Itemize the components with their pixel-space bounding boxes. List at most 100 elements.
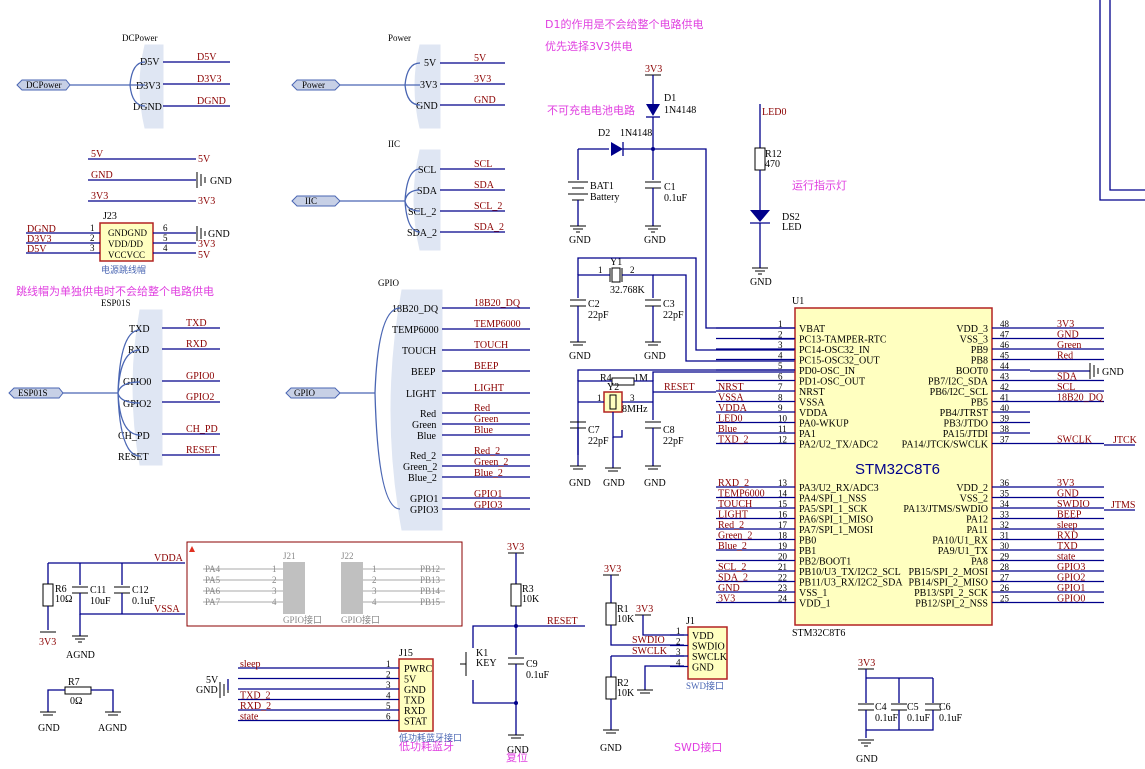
- net-label: 3V3: [636, 604, 653, 615]
- gnd-symbol: GND: [210, 176, 232, 187]
- harness-entry: GPIO3: [410, 505, 438, 516]
- resistor-r12: [754, 147, 766, 171]
- net-label: 3V3: [604, 564, 621, 575]
- pin-number: 8: [778, 393, 783, 403]
- net-label: RESET: [547, 616, 578, 627]
- ref-designator: C1: [664, 182, 676, 193]
- net-label: Blue_2: [718, 541, 747, 552]
- pin-number: 40: [1000, 403, 1010, 413]
- net-label: Blue: [718, 424, 737, 435]
- net-label: SDA: [474, 180, 495, 191]
- net-label: Green: [474, 414, 498, 425]
- net-label: GPIO0: [1057, 594, 1085, 605]
- port-dcpower: [16, 79, 71, 91]
- ref-designator: C6: [939, 702, 951, 713]
- resistor-r7: [64, 686, 92, 695]
- net-label: 3V3: [645, 64, 662, 75]
- pin-number: 1: [598, 265, 603, 275]
- note-run-led: 运行指示灯: [792, 178, 847, 192]
- j23-power-jumper: J23 GNDGND VDD/DD VCCVCC DGND D3V3 D5V 1…: [26, 211, 230, 275]
- pin-number: 20: [778, 552, 788, 562]
- reset-circuit: 3V3 R3 10K RESET K1 KEY C9 0.1uF GND: [460, 542, 585, 756]
- component-value: 470: [765, 159, 780, 170]
- pin-name: PA5/SPI_1_SCK: [799, 504, 868, 515]
- sheet-border: [1099, 0, 1145, 201]
- net-label: 5V: [474, 53, 487, 64]
- net-label: JTCK: [1113, 435, 1138, 446]
- pin-number: 7: [778, 382, 783, 392]
- harness-entry: Green_2: [403, 462, 437, 473]
- port-label: ESP01S: [18, 388, 48, 398]
- net-label: NRST: [718, 382, 744, 393]
- pin-name: PA9/U1_TX: [938, 546, 989, 557]
- harness-entry: CH_PD: [118, 431, 150, 442]
- pin-name: PB13/SPI_2_SCK: [914, 588, 989, 599]
- net-label: TXD: [1057, 541, 1078, 552]
- net-label: BEEP: [1057, 510, 1082, 521]
- port-power: [291, 79, 341, 91]
- pin-name: GND: [692, 663, 714, 674]
- pin-number: 18: [778, 531, 788, 541]
- pin-name: PB7/I2C_SDA: [928, 377, 989, 388]
- harness-entry: Green: [412, 420, 436, 431]
- harness-entry: GPIO2: [123, 399, 151, 410]
- net-label: SCL_2: [718, 562, 746, 573]
- component-value: 32.768K: [610, 285, 646, 296]
- net-label: D3V3: [197, 74, 221, 85]
- pin-name: PA6/SPI_1_MISO: [799, 515, 873, 526]
- net-label: sleep: [240, 659, 261, 670]
- harness-entry: D3V3: [136, 81, 160, 92]
- pin-number: 2: [386, 670, 391, 680]
- net-label: D3V3: [27, 234, 51, 245]
- net-label: 5V: [206, 675, 219, 686]
- pin-name: VDD_3: [956, 324, 988, 335]
- pin-name: PB14/SPI_2_MISO: [909, 578, 988, 589]
- net-label: TXD_2: [718, 435, 749, 446]
- port-label: DCPower: [26, 80, 62, 90]
- ref-designator: C5: [907, 702, 919, 713]
- net-label: LIGHT: [718, 510, 748, 521]
- net-label: LED0: [762, 107, 786, 118]
- pin-name: PB12/SPI_2_NSS: [915, 599, 988, 610]
- net-label: PB12: [420, 564, 440, 574]
- ref-designator: R4: [600, 373, 612, 384]
- pin-name: NRST: [799, 387, 825, 398]
- pin-number: 10: [778, 414, 788, 424]
- component-value: Battery: [590, 192, 619, 203]
- pin-number: 32: [1000, 520, 1009, 530]
- pin-number: 9: [778, 403, 783, 413]
- harness-entry: D5V: [140, 57, 160, 68]
- component-value: 22pF: [663, 436, 684, 447]
- pin-name: PA11: [967, 525, 989, 536]
- agnd-symbol: AGND: [66, 650, 95, 661]
- pin-number: 3: [676, 647, 681, 657]
- net-label: Red: [1057, 351, 1073, 362]
- note-3v3: 优先选择3V3供电: [545, 39, 633, 53]
- pin-name: PA1: [799, 429, 816, 440]
- ref-designator: R6: [55, 584, 67, 595]
- pin-number: 1: [597, 393, 602, 403]
- pin-name: PB11/U3_RX/I2C2_SDA: [799, 578, 903, 589]
- harness-entry: DGND: [133, 102, 162, 113]
- harness-power: Power 5V 3V3 GND 5V 3V3 GND Power: [291, 33, 505, 129]
- pin-number: 5: [778, 361, 783, 371]
- net-label: 18B20_DQ: [474, 298, 521, 309]
- pin-number: 30: [1000, 541, 1010, 551]
- net-label: GPIO3: [1057, 562, 1085, 573]
- net-label: GND: [91, 170, 113, 181]
- resistor-r6: [42, 583, 54, 607]
- pin-number: 3: [372, 586, 377, 596]
- component-value: 10K: [617, 688, 635, 699]
- pin-number: 27: [1000, 573, 1010, 583]
- harness-entry: Red: [420, 409, 436, 420]
- pin-name: SWCLK: [692, 652, 728, 663]
- net-label: RESET: [664, 382, 695, 393]
- pin-name: GNDGND: [108, 228, 147, 238]
- pin-number: 2: [372, 575, 377, 585]
- pin-name: RXD: [404, 706, 425, 717]
- ref-designator: J23: [103, 211, 117, 222]
- chip-name: STM32C8T6: [855, 461, 940, 478]
- harness-entry: BEEP: [411, 367, 436, 378]
- net-label: 3V3: [198, 196, 215, 207]
- decoupling-caps: 3V3 C4 0.1uF C5 0.1uF C6 0.1uF GND: [856, 658, 963, 765]
